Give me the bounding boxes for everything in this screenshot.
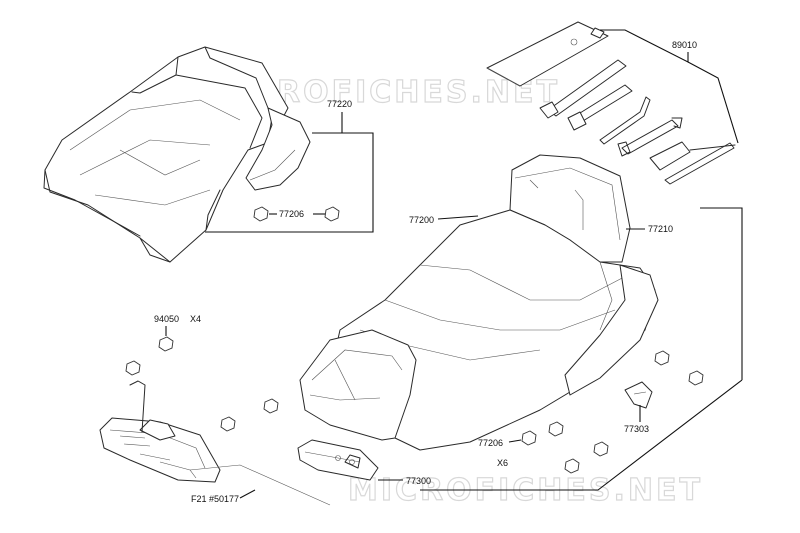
seat-base-frame: [99, 380, 221, 483]
leader-77220: [205, 112, 374, 233]
driver-seat-77200: [299, 154, 659, 451]
callout-77300: 77300: [406, 476, 431, 486]
callout-77206-top: 77206: [279, 209, 304, 219]
ref-line: [189, 464, 331, 506]
callout-77200: 77200: [409, 215, 434, 225]
nut-77206-pair-top: [253, 206, 340, 222]
callout-reference: F21 #50177: [191, 494, 239, 504]
callout-77303: 77303: [624, 424, 649, 434]
bracket-77303: [624, 381, 653, 409]
tool-kit-89010: [486, 21, 736, 185]
callout-77210: 77210: [648, 224, 673, 234]
callout-77220: 77220: [327, 99, 352, 109]
leader-77200: [437, 215, 479, 220]
leader-89010-b: [687, 61, 739, 144]
callout-89010: 89010: [672, 40, 697, 50]
callout-94050: 94050: [154, 314, 179, 324]
callout-77206-set-qty: X6: [497, 458, 508, 468]
leader-seat-frame-a: [700, 207, 743, 380]
nut-set-77206: [521, 350, 704, 474]
callout-77206-set: 77206: [478, 438, 503, 448]
bracket-77300: [297, 439, 379, 481]
passenger-seat-77220: [43, 46, 311, 263]
leader-77206-set: [508, 439, 522, 443]
leader-89010-a: [600, 29, 689, 63]
leader-seat-frame-b: [420, 379, 743, 491]
nut-set-94050: [125, 336, 279, 432]
leader-reference: [239, 489, 256, 499]
callout-94050-qty: X4: [190, 314, 201, 324]
